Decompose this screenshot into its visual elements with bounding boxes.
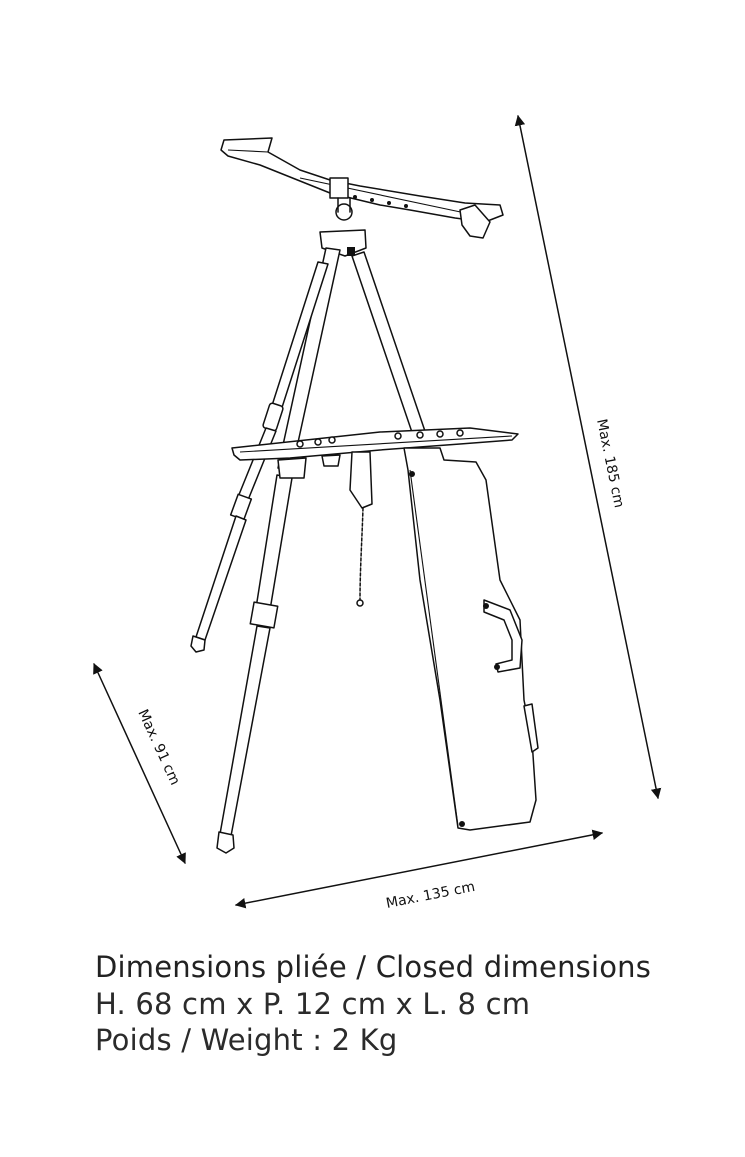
weight-info: Poids / Weight : 2 Kg [95, 1023, 398, 1057]
top-canvas-holder [220, 137, 504, 239]
easel-illustration [190, 137, 539, 854]
front-left-leg [216, 247, 341, 854]
canvas-tray [231, 427, 519, 479]
height-label: Max. 185 cm [593, 418, 627, 510]
depth-dimension: Max. 91 cm [93, 663, 186, 864]
hanging-strap [349, 451, 373, 607]
carrying-bag [403, 447, 539, 831]
depth-label: Max. 91 cm [134, 707, 182, 788]
closed-dimensions-title: Dimensions pliée / Closed dimensions [95, 950, 652, 984]
width-label: Max. 135 cm [385, 879, 477, 912]
front-right-leg [351, 251, 429, 445]
easel-head [319, 197, 367, 257]
closed-dimensions-size: H. 68 cm x P. 12 cm x L. 8 cm [95, 987, 531, 1021]
height-dimension: Max. 185 cm [514, 114, 662, 800]
width-dimension: Max. 135 cm [234, 829, 604, 912]
